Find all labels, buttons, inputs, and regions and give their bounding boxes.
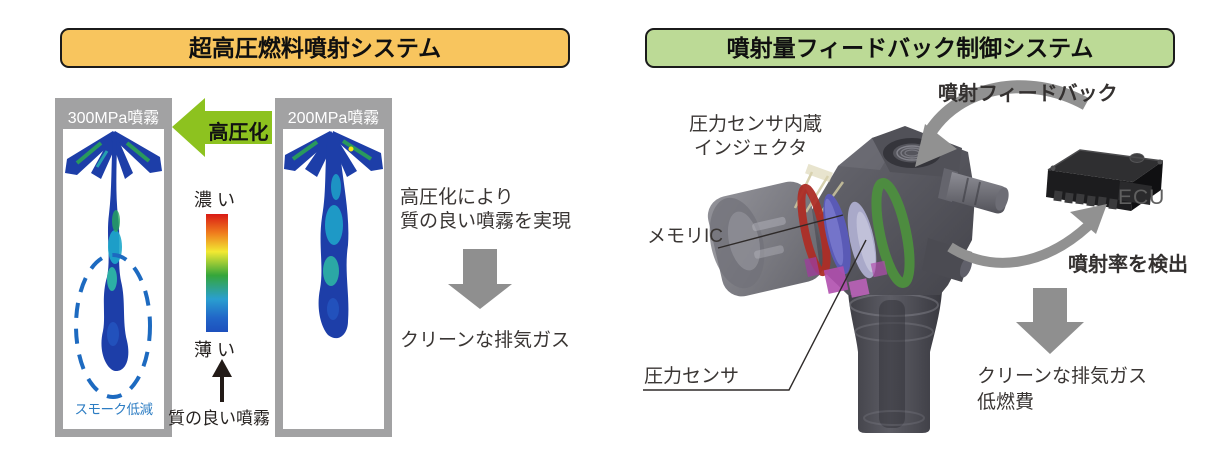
smoke-reduction-ellipse	[74, 253, 152, 399]
result-text-line1: 高圧化により	[400, 187, 514, 208]
spray-image-200mpa	[284, 131, 383, 339]
panel-label-200mpa: 200MPa噴霧	[287, 110, 380, 127]
memory-ic-label: メモリIC	[647, 226, 724, 247]
pressure-increase-arrow	[172, 98, 272, 157]
right-outcome-line1: クリーンな排気ガス	[977, 366, 1148, 387]
injector-illustration	[707, 126, 1009, 433]
feedback-curved-arrow	[915, 80, 1090, 167]
detection-curved-arrow	[947, 204, 1107, 268]
right-result-down-arrow	[1016, 288, 1084, 354]
injector-label-line2: インジェクタ	[694, 138, 808, 159]
sensor-module-stack	[793, 163, 915, 298]
injector-label-line1: 圧力センサ内蔵	[689, 114, 823, 135]
pressure-sensor-leader-line	[643, 239, 867, 391]
result-text-line2: 質の良い噴霧を実現	[400, 211, 572, 232]
pressure-arrow-label: 高圧化	[208, 122, 269, 144]
scale-thin-label: 薄い	[194, 340, 240, 360]
scale-dense-label: 濃い	[194, 190, 240, 210]
spray-image-300mpa	[65, 131, 162, 399]
left-result-down-arrow	[448, 249, 512, 309]
quality-spray-up-arrow	[212, 359, 232, 402]
left-outcome-label: クリーンな排気ガス	[400, 330, 571, 351]
green-ring	[871, 178, 915, 288]
pressure-sensor-label: 圧力センサ	[644, 366, 740, 387]
left-section-header: 超高圧燃料噴射システム	[60, 28, 570, 68]
concentration-scale-bar	[206, 214, 228, 332]
right-section-header: 噴射量フィードバック制御システム	[645, 28, 1175, 68]
memory-ic-leader-line	[717, 214, 844, 249]
red-ring	[797, 183, 831, 277]
feedback-arrow-label: 噴射フィードバック	[938, 83, 1118, 105]
panel-label-300mpa: 300MPa噴霧	[67, 110, 160, 127]
detection-label: 噴射率を検出	[1068, 254, 1188, 276]
ecu-illustration	[1046, 149, 1164, 211]
right-outcome-line2: 低燃費	[977, 392, 1035, 413]
quality-spray-label: 質の良い噴霧	[168, 409, 270, 428]
ecu-label: ECU	[1118, 186, 1166, 209]
smoke-reduction-label: スモーク低減	[74, 402, 154, 417]
